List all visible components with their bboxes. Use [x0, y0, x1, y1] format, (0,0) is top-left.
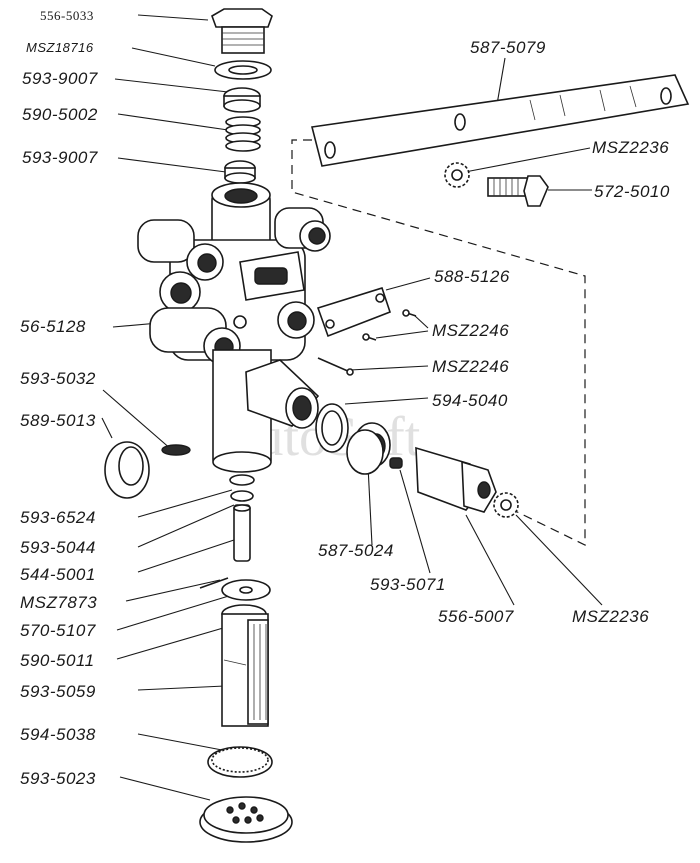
label-msz2236-bottom: MSZ2236 — [572, 607, 649, 626]
label-587-5024: 587-5024 — [318, 541, 394, 560]
small-washer — [229, 474, 255, 502]
valve-spring — [225, 116, 261, 152]
label-556-5033: 556-5033 — [40, 8, 94, 23]
label-56-5128: 56-5128 — [20, 317, 86, 336]
label-588-5126: 588-5126 — [434, 267, 510, 286]
label-570-5107: 570-5107 — [20, 621, 96, 640]
side-cover-plate — [316, 287, 392, 338]
assembly-guide-line — [291, 139, 586, 546]
label-587-5079: 587-5079 — [470, 38, 546, 57]
valve-disc — [224, 160, 256, 184]
cotter-pin-side — [317, 357, 354, 376]
flat-washer — [221, 579, 271, 601]
label-589-5013: 589-5013 — [20, 411, 96, 430]
mounting-bracket — [311, 74, 690, 167]
perforated-cover — [199, 796, 293, 843]
split-pin — [199, 577, 229, 589]
label-572-5010: 572-5010 — [594, 182, 670, 201]
toothed-lock-washer-bottom — [493, 492, 519, 518]
label-msz2246-a: MSZ2246 — [432, 321, 509, 340]
label-593-5059: 593-5059 — [20, 682, 96, 701]
hex-bolt — [487, 175, 549, 207]
label-593-5023: 593-5023 — [20, 769, 96, 788]
label-593-9007-b: 593-9007 — [22, 148, 98, 167]
label-594-5040: 594-5040 — [432, 391, 508, 410]
label-msz2246-b: MSZ2246 — [432, 357, 509, 376]
toothed-lock-washer-top — [444, 162, 470, 188]
cotter-key — [161, 444, 191, 456]
label-593-5044: 593-5044 — [20, 538, 96, 557]
label-590-5011: 590-5011 — [20, 651, 95, 670]
threaded-bushing — [346, 422, 391, 475]
label-544-5001: 544-5001 — [20, 565, 96, 584]
o-ring-seal — [315, 403, 349, 453]
top-cap-nut — [211, 8, 273, 54]
adjusting-plug — [415, 446, 497, 513]
valve-body — [137, 182, 331, 473]
label-593-6524: 593-6524 — [20, 508, 96, 527]
label-590-5002: 590-5002 — [22, 105, 98, 124]
filter-disc — [207, 746, 273, 778]
split-retaining-ring — [104, 441, 150, 499]
label-594-5038: 594-5038 — [20, 725, 96, 744]
sealing-ring — [214, 60, 272, 80]
label-593-5032: 593-5032 — [20, 369, 96, 388]
label-593-5071: 593-5071 — [370, 575, 446, 594]
label-556-5007: 556-5007 — [438, 607, 514, 626]
part-labels: 556-5033 MSZ18716 593-9007 590-5002 593-… — [20, 8, 670, 788]
piston-housing — [221, 604, 269, 727]
piston-rod — [233, 504, 251, 562]
valve-seat-washer — [223, 87, 261, 113]
side-port-cylinder — [245, 359, 320, 429]
label-msz7873: MSZ7873 — [20, 593, 97, 612]
label-593-9007-a: 593-9007 — [22, 69, 98, 88]
cover-screws — [362, 309, 417, 341]
leader-lines — [101, 14, 603, 801]
small-valve-pin — [389, 457, 403, 469]
label-msz2236-top: MSZ2236 — [592, 138, 669, 157]
label-msz18716: MSZ18716 — [26, 40, 94, 55]
